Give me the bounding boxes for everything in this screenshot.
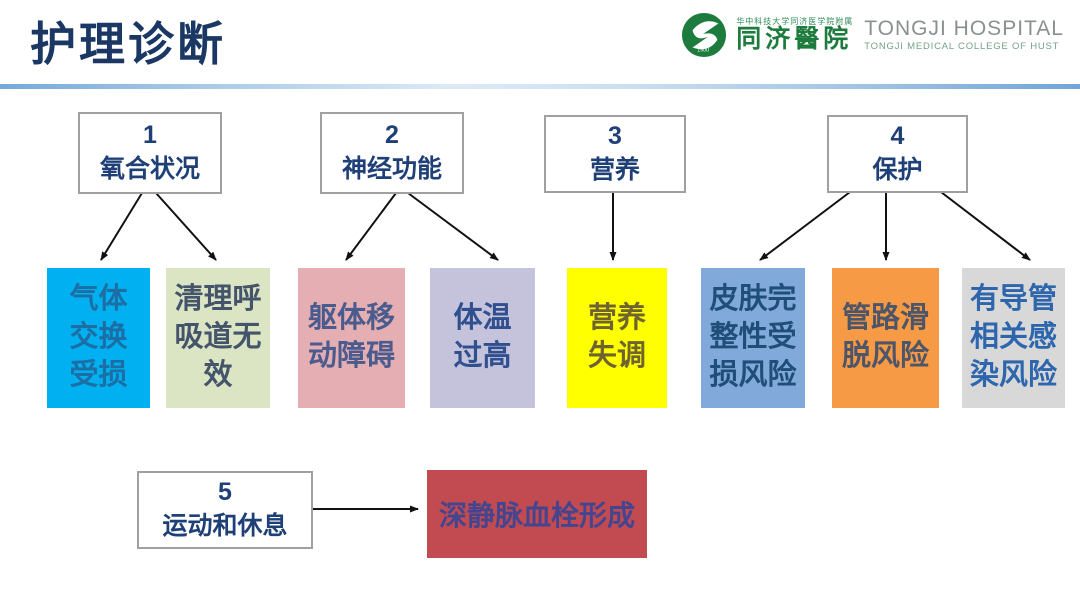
tongji-logo-icon: 1900	[682, 12, 727, 58]
category-box-oxygenation: 1 氧合状况	[78, 112, 222, 194]
category-number: 2	[385, 121, 399, 150]
category-label: 营养	[589, 156, 640, 184]
header-divider-line	[0, 84, 1080, 89]
diagnosis-skin-integrity-risk: 皮肤完 整性受 损风险	[701, 268, 805, 408]
arrow	[100, 192, 143, 261]
diagnosis-impaired-physical-mobility: 躯体移 动障碍	[298, 268, 405, 408]
category-label: 运动和休息	[162, 512, 288, 540]
logo-english-subtitle: TONGJI MEDICAL COLLEGE OF HUST	[864, 40, 1060, 52]
arrow	[345, 192, 397, 261]
logo-affiliation-text: 华中科技大学同济医学院附属	[736, 16, 854, 26]
category-number: 4	[890, 122, 905, 151]
diagnosis-catheter-infection-risk: 有导管 相关感 染风险	[962, 268, 1065, 408]
category-number: 1	[143, 121, 157, 150]
arrow	[940, 191, 1031, 261]
logo-chinese-name: 同济醫院	[736, 24, 853, 54]
arrow	[407, 192, 499, 261]
category-box-nutrition: 3 营养	[544, 115, 686, 193]
arrow	[759, 191, 851, 261]
category-box-neuro-function: 2 神经功能	[320, 112, 464, 194]
page-title: 护理诊断	[30, 18, 226, 70]
category-label: 氧合状况	[99, 155, 200, 183]
diagnosis-hyperthermia: 体温 过高	[430, 268, 535, 408]
logo-english-name: TONGJI HOSPITAL	[864, 17, 1064, 41]
logo-chinese-block: 华中科技大学同济医学院附属 同济醫院	[736, 16, 854, 54]
category-box-protection: 4 保护	[827, 115, 968, 193]
hospital-logo: 1900 华中科技大学同济医学院附属 同济醫院 TONGJI HOSPITAL …	[681, 12, 1064, 58]
category-label: 神经功能	[341, 155, 442, 183]
category-label: 保护	[872, 156, 923, 184]
svg-text:1900: 1900	[698, 47, 710, 53]
diagnosis-ineffective-airway-clearance: 清理呼 吸道无 效	[166, 268, 270, 408]
diagnosis-nutrition-imbalance: 营养 失调	[567, 268, 667, 408]
category-box-activity-rest: 5 运动和休息	[137, 471, 313, 549]
logo-english-block: TONGJI HOSPITAL TONGJI MEDICAL COLLEGE O…	[864, 17, 1064, 52]
category-number: 3	[608, 122, 622, 151]
diagnosis-impaired-gas-exchange: 气体 交换 受损	[47, 268, 150, 408]
diagnosis-deep-vein-thrombosis: 深静脉血栓形成	[427, 470, 647, 558]
diagnosis-tube-dislodgement-risk: 管路滑 脱风险	[832, 268, 939, 408]
arrow	[155, 192, 217, 261]
category-number: 5	[218, 478, 232, 507]
